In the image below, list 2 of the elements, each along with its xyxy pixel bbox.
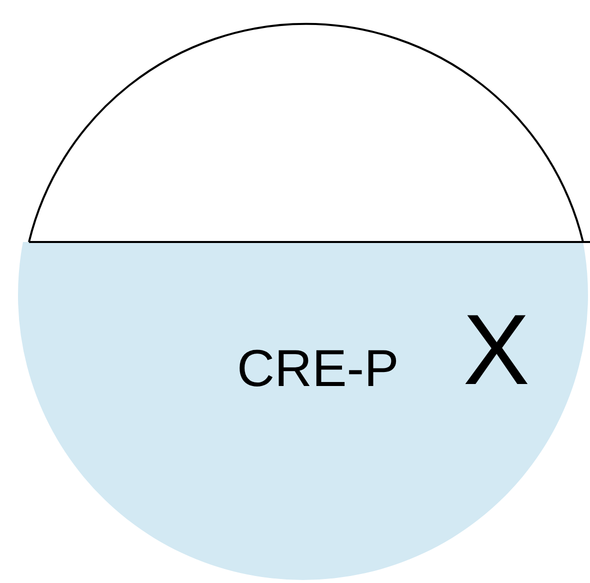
variable-label: X (463, 300, 530, 400)
circle-label: CRE-P (237, 343, 399, 395)
